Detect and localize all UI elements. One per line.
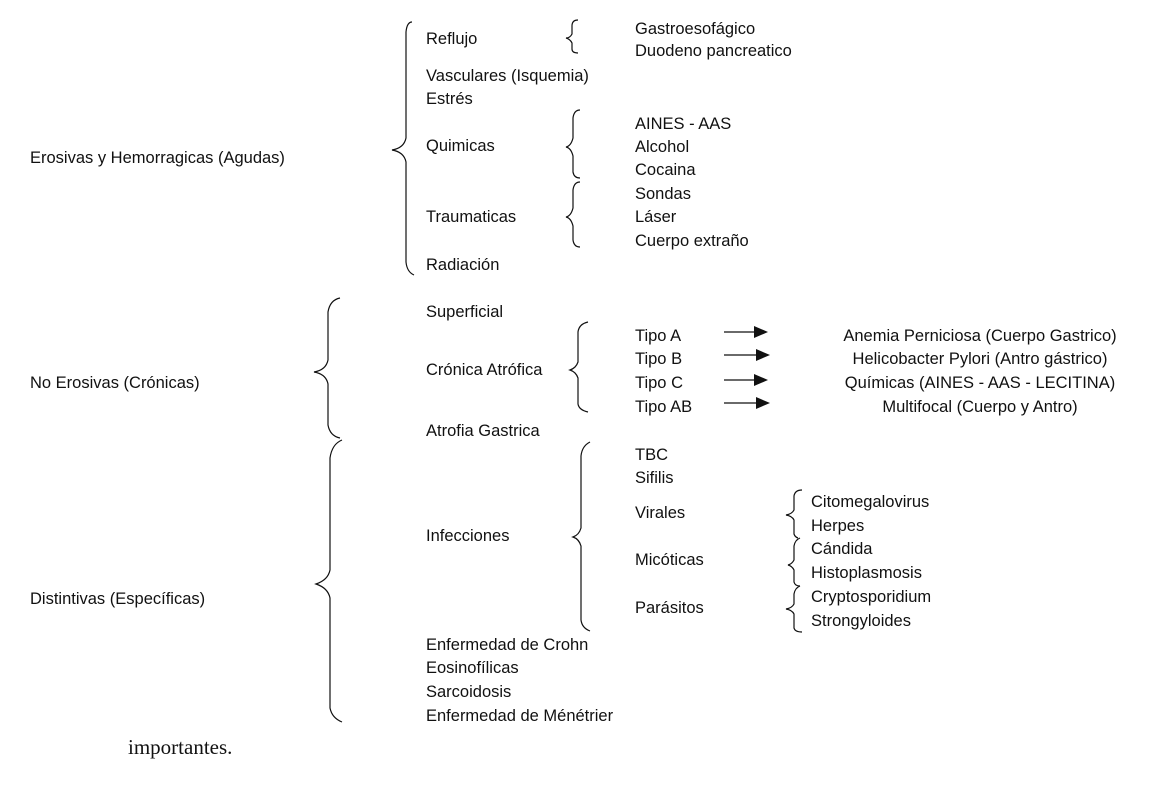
item-crohn: Enfermedad de Crohn (426, 636, 589, 654)
subitem: Láser (635, 208, 677, 226)
tipo-label: Tipo A (635, 327, 682, 345)
tipo-result: Multifocal (Cuerpo y Antro) (882, 398, 1078, 416)
organism: Herpes (811, 517, 865, 535)
category-distintivas: Distintivas (Específicas) (30, 590, 206, 608)
item-estres: Estrés (426, 90, 473, 108)
infeccion-item: Virales (635, 504, 686, 522)
category-no-erosivas: No Erosivas (Crónicas) (30, 374, 200, 392)
brace-reflujo (565, 19, 579, 54)
subitem: Cocaina (635, 161, 696, 179)
item-infecciones: Infecciones (426, 527, 510, 545)
category-erosivas: Erosivas y Hemorragicas (Agudas) (30, 149, 285, 167)
subitem: Alcohol (635, 138, 690, 156)
brace-erosivas (391, 21, 415, 276)
organism: Cándida (811, 540, 873, 558)
organism: Cryptosporidium (811, 588, 932, 606)
arrow-icon (724, 397, 770, 409)
item-atrofia-gastrica: Atrofia Gastrica (426, 422, 540, 440)
infeccion-item: TBC (635, 446, 668, 464)
subitem: Cuerpo extraño (635, 232, 749, 250)
subitem: AINES - AAS (635, 115, 732, 133)
organism: Citomegalovirus (811, 493, 930, 511)
tipo-label: Tipo B (635, 350, 683, 368)
item-sarcoidosis: Sarcoidosis (426, 683, 512, 701)
brace-no-erosivas (313, 297, 341, 439)
item-menetrier: Enfermedad de Ménétrier (426, 707, 614, 725)
arrow-icon (724, 326, 768, 338)
tipo-result: Anemia Perniciosa (Cuerpo Gastrico) (843, 327, 1117, 345)
brace-infecciones (571, 441, 591, 632)
item-reflujo: Reflujo (426, 30, 478, 48)
tipo-result: Químicas (AINES - AAS - LECITINA) (844, 374, 1116, 392)
infeccion-item: Micóticas (635, 551, 704, 569)
organism: Histoplasmosis (811, 564, 922, 582)
item-cronica-atrofica: Crónica Atrófica (426, 361, 543, 379)
infeccion-item: Parásitos (635, 599, 704, 617)
infeccion-item: Sifilis (635, 469, 674, 487)
item-radiacion: Radiación (426, 256, 500, 274)
subitem: Duodeno pancreatico (635, 42, 792, 60)
brace-micoticas (787, 537, 801, 587)
brace-parasitos (785, 585, 803, 633)
brace-virales (785, 489, 803, 539)
brace-traumaticas (565, 181, 581, 248)
arrow-icon (724, 374, 768, 386)
subitem: Sondas (635, 185, 691, 203)
item-quimicas: Quimicas (426, 137, 495, 155)
brace-quimicas (565, 109, 581, 179)
item-traumaticas: Traumaticas (426, 208, 517, 226)
tipo-result: Helicobacter Pylori (Antro gástrico) (852, 350, 1108, 368)
organism: Strongyloides (811, 612, 911, 630)
brace-cronica-atrofica (568, 321, 589, 413)
tipo-label: Tipo C (635, 374, 683, 392)
arrow-icon (724, 349, 770, 361)
footer-text: importantes. (128, 735, 233, 759)
subitem: Gastroesofágico (635, 20, 756, 38)
tipo-label: Tipo AB (635, 398, 693, 416)
item-vasculares: Vasculares (Isquemia) (426, 67, 589, 85)
brace-distintivas (314, 439, 343, 723)
item-superficial: Superficial (426, 303, 504, 321)
item-eosinofilicas: Eosinofílicas (426, 659, 519, 677)
